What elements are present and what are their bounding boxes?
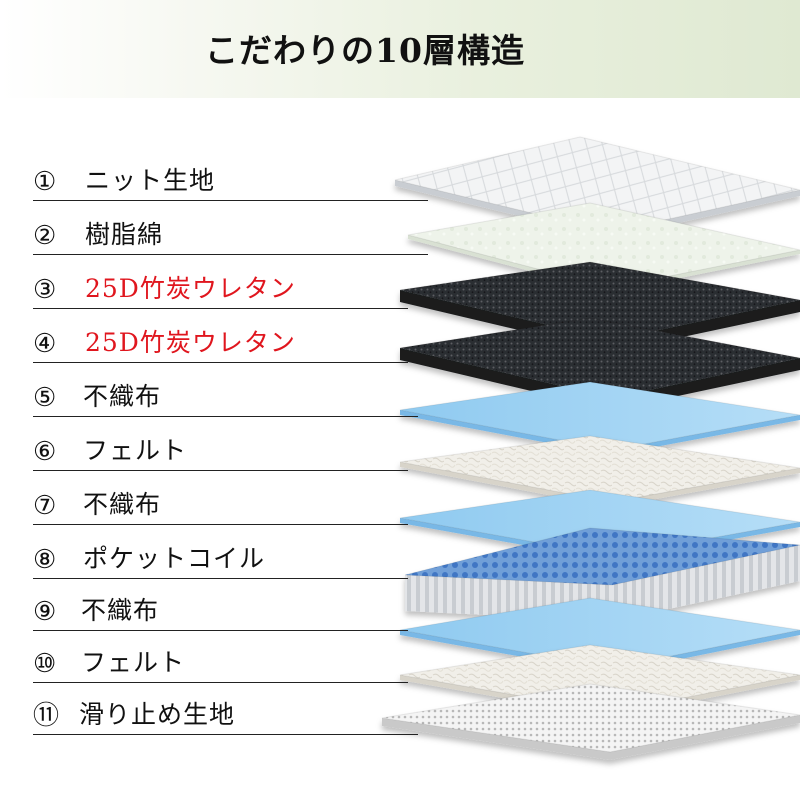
slab-top	[381, 683, 800, 753]
layer-number: ⑪	[33, 701, 60, 731]
label-underline	[33, 630, 408, 631]
layer-name: フェルト	[81, 648, 186, 677]
label-underline	[33, 416, 418, 417]
layer-number: ⑧	[33, 545, 57, 575]
slab-side	[612, 545, 800, 621]
layer-number: ③	[33, 275, 57, 305]
layer-label-10: ⑩ フェルト	[33, 640, 408, 683]
layer-label-6: ⑥ フェルト	[33, 428, 408, 471]
layer-number: ①	[33, 167, 57, 197]
layer-number: ⑨	[33, 597, 57, 627]
label-underline	[33, 578, 408, 579]
slab-top	[399, 261, 800, 341]
layer-label-3: ③ 25D竹炭ウレタン	[33, 266, 408, 309]
layer-label-7: ⑦ 不織布	[33, 482, 408, 525]
layer-label-5: ⑤ 不織布	[33, 374, 418, 417]
header-banner: こだわりの10層構造	[0, 0, 800, 98]
layer-label-4: ④ 25D竹炭ウレタン	[33, 320, 408, 363]
layer-name: ニット生地	[85, 166, 216, 195]
layer-name: 樹脂綿	[85, 220, 164, 249]
layer-label-11: ⑪ 滑り止め生地	[33, 692, 418, 735]
layer-name: 不織布	[83, 490, 162, 519]
layer-name: 25D竹炭ウレタン	[85, 328, 296, 357]
label-underline	[33, 362, 408, 363]
slab-top	[404, 527, 800, 586]
label-underline	[33, 308, 408, 309]
label-underline	[33, 524, 408, 525]
layer-number: ⑥	[33, 437, 57, 467]
page-title: こだわりの10層構造	[205, 31, 525, 70]
label-underline	[33, 470, 408, 471]
layer-name: 不織布	[81, 596, 160, 625]
layer-number: ④	[33, 329, 57, 359]
label-underline	[33, 254, 428, 255]
slab-side	[612, 468, 800, 507]
layer-name: ポケットコイル	[83, 544, 266, 573]
layer-number: ⑤	[33, 383, 57, 413]
layer-number: ⑩	[33, 649, 57, 679]
label-underline	[33, 734, 418, 735]
label-underline	[33, 682, 408, 683]
slab-side	[610, 715, 800, 760]
layer-number: ⑦	[33, 491, 57, 521]
layer-label-1: ① ニット生地	[33, 158, 428, 201]
slab-top	[399, 317, 800, 399]
slab-side	[612, 415, 800, 455]
layer-number: ②	[33, 221, 57, 251]
layer-label-2: ② 樹脂綿	[33, 212, 428, 255]
layer-label-9: ⑨ 不織布	[33, 588, 408, 631]
layer-name: 滑り止め生地	[79, 700, 236, 729]
layer-name: 不織布	[83, 382, 162, 411]
layer-slab-11	[381, 683, 800, 760]
layer-name: 25D竹炭ウレタン	[85, 274, 296, 303]
slab-top	[399, 435, 800, 503]
slab-side	[382, 718, 610, 760]
label-underline	[33, 200, 428, 201]
slab-top	[399, 381, 800, 451]
layer-name: フェルト	[83, 436, 188, 465]
layer-label-8: ⑧ ポケットコイル	[33, 536, 408, 579]
